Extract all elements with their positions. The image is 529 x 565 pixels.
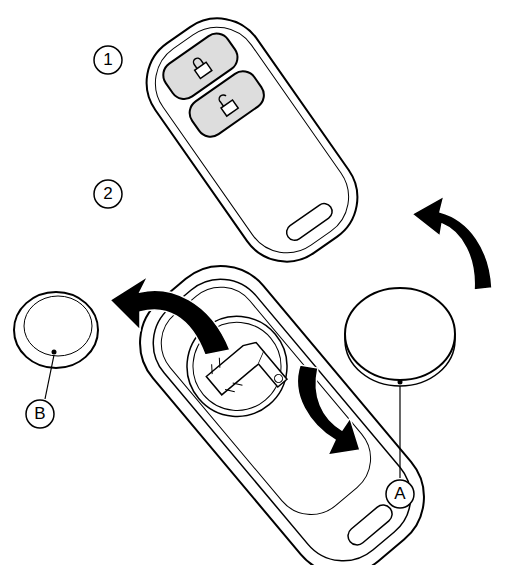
coin-cover [345,288,455,478]
part-letter: B [27,401,53,427]
callout-number: 1 [95,47,121,73]
callout-circles [26,46,414,508]
motion-arrows [110,196,492,455]
callout-number: 2 [95,181,121,207]
coin-battery [14,292,98,399]
fob-upper-case [128,0,376,280]
part-letter: A [387,481,413,507]
